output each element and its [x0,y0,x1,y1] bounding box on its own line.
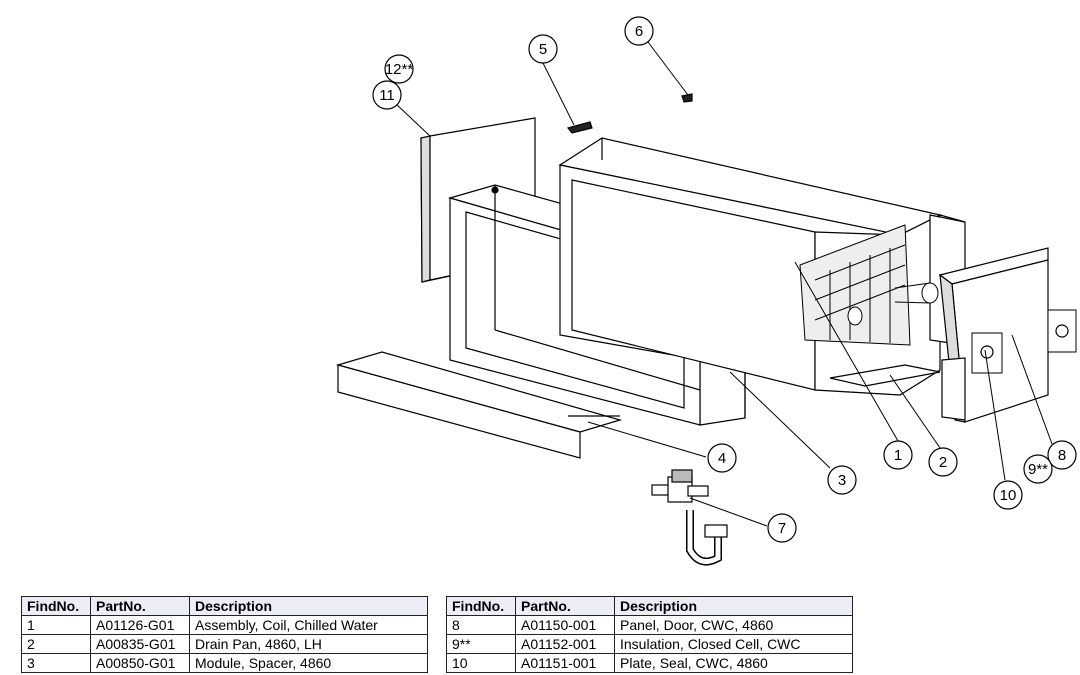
svg-text:3: 3 [838,472,846,489]
column-header-description: Description [614,596,853,616]
column-header-findno: FindNo. [446,596,516,616]
parts-table-right: FindNo. PartNo. Description 8 A01150-001… [446,596,853,673]
callout-9: 9** [1023,454,1053,484]
cell-partno: A01151-001 [515,653,615,673]
column-header-description: Description [189,596,428,616]
exploded-assembly-diagram: 1 2 3 4 5 6 7 8 9** 10 11 12** [335,16,1077,566]
cell-description: Insulation, Closed Cell, CWC [614,634,853,654]
svg-text:2: 2 [939,454,947,471]
svg-text:8: 8 [1058,447,1066,464]
table-row: 9** A01152-001 Insulation, Closed Cell, … [446,634,853,654]
cell-findno: 8 [446,615,516,635]
table-row: 8 A01150-001 Panel, Door, CWC, 4860 [446,615,853,635]
cell-findno: 10 [446,653,516,673]
callout-11: 11 [372,80,402,110]
column-header-partno: PartNo. [515,596,615,616]
svg-text:9**: 9** [1028,461,1048,478]
svg-text:6: 6 [635,23,643,40]
cell-partno: A01126-G01 [90,615,190,635]
svg-text:12**: 12** [385,61,414,78]
callout-4: 4 [707,443,737,473]
parts-table-left: FindNo. PartNo. Description 1 A01126-G01… [21,596,428,673]
cell-partno: A00850-G01 [90,653,190,673]
cell-description: Panel, Door, CWC, 4860 [614,615,853,635]
cell-partno: A01152-001 [515,634,615,654]
callout-1: 1 [883,440,913,470]
cell-description: Assembly, Coil, Chilled Water [189,615,428,635]
coil-assembly-part-1 [799,224,939,346]
cell-partno: A01150-001 [515,615,615,635]
table-row: 1 A01126-G01 Assembly, Coil, Chilled Wat… [21,615,428,635]
clip-part-6 [681,93,693,103]
cell-findno: 3 [21,653,91,673]
callout-6: 6 [624,16,654,46]
cell-findno: 1 [21,615,91,635]
drain-pan-part-2 [829,364,941,387]
svg-text:10: 10 [1000,487,1017,504]
cell-findno: 9** [446,634,516,654]
callout-2: 2 [928,447,958,477]
cell-description: Drain Pan, 4860, LH [189,634,428,654]
drain-trap-part-7 [651,469,728,566]
callout-10: 10 [993,480,1023,510]
callout-3: 3 [827,465,857,495]
svg-text:11: 11 [379,87,395,104]
table-row: 10 A01151-001 Plate, Seal, CWC, 4860 [446,653,853,673]
svg-text:7: 7 [778,520,786,537]
table-header-row: FindNo. PartNo. Description [21,596,428,616]
bracket-part-5 [566,121,593,134]
cell-description: Plate, Seal, CWC, 4860 [614,653,853,673]
cell-partno: A00835-G01 [90,634,190,654]
svg-text:4: 4 [718,450,726,467]
column-header-findno: FindNo. [21,596,91,616]
table-row: 3 A00850-G01 Module, Spacer, 4860 [21,653,428,673]
callout-12: 12** [384,54,414,84]
seal-plate-part-10 [941,332,1003,421]
leader-lines [394,41,1053,527]
cell-description: Module, Spacer, 4860 [189,653,428,673]
callout-5: 5 [528,34,558,64]
callout-8: 8 [1047,440,1077,470]
cell-findno: 2 [21,634,91,654]
callout-7: 7 [767,513,797,543]
side-rail-part-4 [335,351,623,459]
table-header-row: FindNo. PartNo. Description [446,596,853,616]
column-header-partno: PartNo. [90,596,190,616]
table-row: 2 A00835-G01 Drain Pan, 4860, LH [21,634,428,654]
svg-text:1: 1 [894,447,902,464]
svg-text:5: 5 [539,41,547,58]
